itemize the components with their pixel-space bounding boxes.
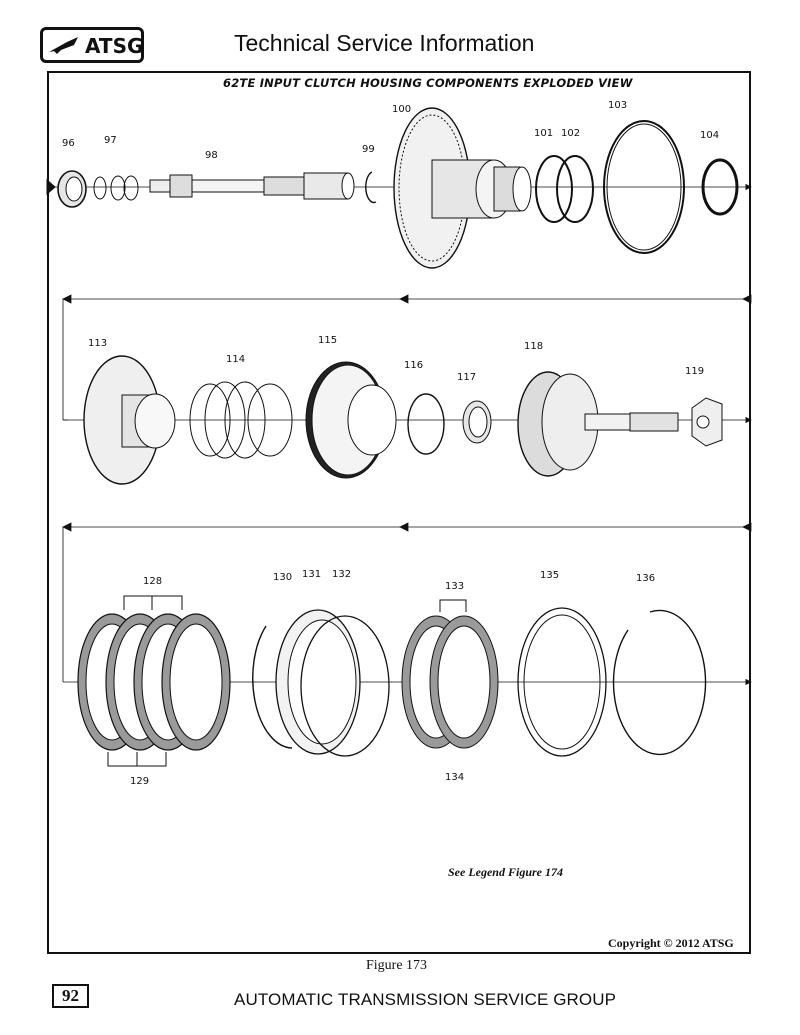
legend-reference: See Legend Figure 174	[448, 865, 563, 879]
page-title: Technical Service Information	[234, 30, 535, 56]
diagram-title: 62TE INPUT CLUTCH HOUSING COMPONENTS EXP…	[223, 76, 633, 90]
atsg-logo: ATSG	[40, 27, 144, 63]
label-132: 132	[332, 569, 351, 580]
row-2-assembly	[63, 355, 752, 485]
label-115: 115	[318, 335, 337, 346]
label-119: 119	[685, 366, 704, 377]
label-97: 97	[104, 135, 117, 146]
row-2-labels: 113 114 115 116 117 118 119	[88, 335, 704, 383]
label-131: 131	[302, 569, 321, 580]
jet-icon	[49, 37, 78, 54]
label-96: 96	[62, 138, 75, 149]
label-102: 102	[561, 128, 580, 139]
connector-2	[62, 522, 752, 682]
row-3-assembly	[63, 595, 752, 767]
figure-caption: Figure 173	[366, 958, 428, 973]
label-135: 135	[540, 570, 559, 581]
label-101: 101	[534, 128, 553, 139]
row-3-labels: 128 129 130 131 132 133 134 135 136	[130, 569, 655, 787]
label-113: 113	[88, 338, 107, 349]
logo-text: ATSG	[85, 34, 144, 58]
label-133: 133	[445, 581, 464, 592]
label-114: 114	[226, 354, 245, 365]
label-128: 128	[143, 576, 162, 587]
label-104: 104	[700, 130, 719, 141]
label-116: 116	[404, 360, 423, 371]
page-number: 92	[52, 984, 89, 1008]
label-118: 118	[524, 341, 543, 352]
row-1-labels: 96 97 98 99 100 101 102 103 104	[62, 100, 719, 161]
label-100: 100	[392, 104, 411, 115]
copyright: Copyright © 2012 ATSG	[608, 936, 734, 950]
label-117: 117	[457, 372, 476, 383]
label-136: 136	[636, 573, 655, 584]
label-130: 130	[273, 572, 292, 583]
footer-organization: AUTOMATIC TRANSMISSION SERVICE GROUP	[234, 990, 617, 1009]
label-98: 98	[205, 150, 218, 161]
label-134: 134	[445, 772, 464, 783]
row-1-assembly	[46, 107, 752, 269]
label-129: 129	[130, 776, 149, 787]
label-103: 103	[608, 100, 627, 111]
label-99: 99	[362, 144, 375, 155]
diagram-frame	[47, 71, 751, 954]
